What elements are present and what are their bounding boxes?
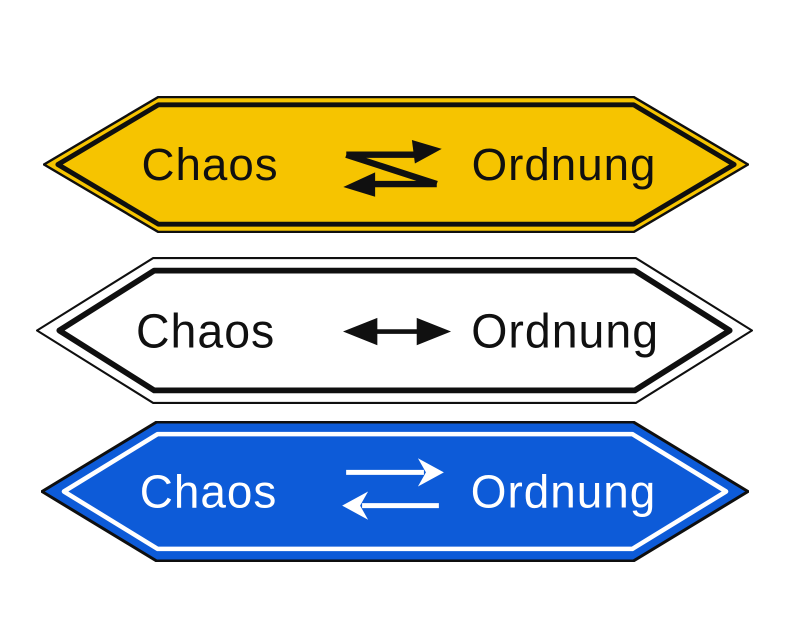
direction-sign-white: Chaos Ordnung <box>36 257 753 404</box>
ordnung-label: Ordnung <box>471 304 659 358</box>
zigzag-bidirectional-arrow-icon <box>343 140 442 197</box>
sign-outer-shape <box>41 421 749 562</box>
ordnung-label: Ordnung <box>471 465 656 517</box>
sign-inner-border <box>61 431 729 552</box>
horizontal-double-arrow-icon <box>342 317 452 346</box>
direction-sign-blue: Chaos Ordnung <box>41 421 749 562</box>
sign-inner-border <box>55 102 737 227</box>
chaos-label: Chaos <box>140 465 278 517</box>
sign-inner-border <box>56 267 733 394</box>
reversible-exchange-arrows-icon <box>342 458 444 520</box>
ordnung-label: Ordnung <box>472 139 657 190</box>
sign-outer-shape <box>43 96 749 233</box>
direction-sign-yellow: Chaos Ordnung <box>43 96 749 233</box>
chaos-label: Chaos <box>141 139 278 190</box>
chaos-label: Chaos <box>136 304 275 358</box>
